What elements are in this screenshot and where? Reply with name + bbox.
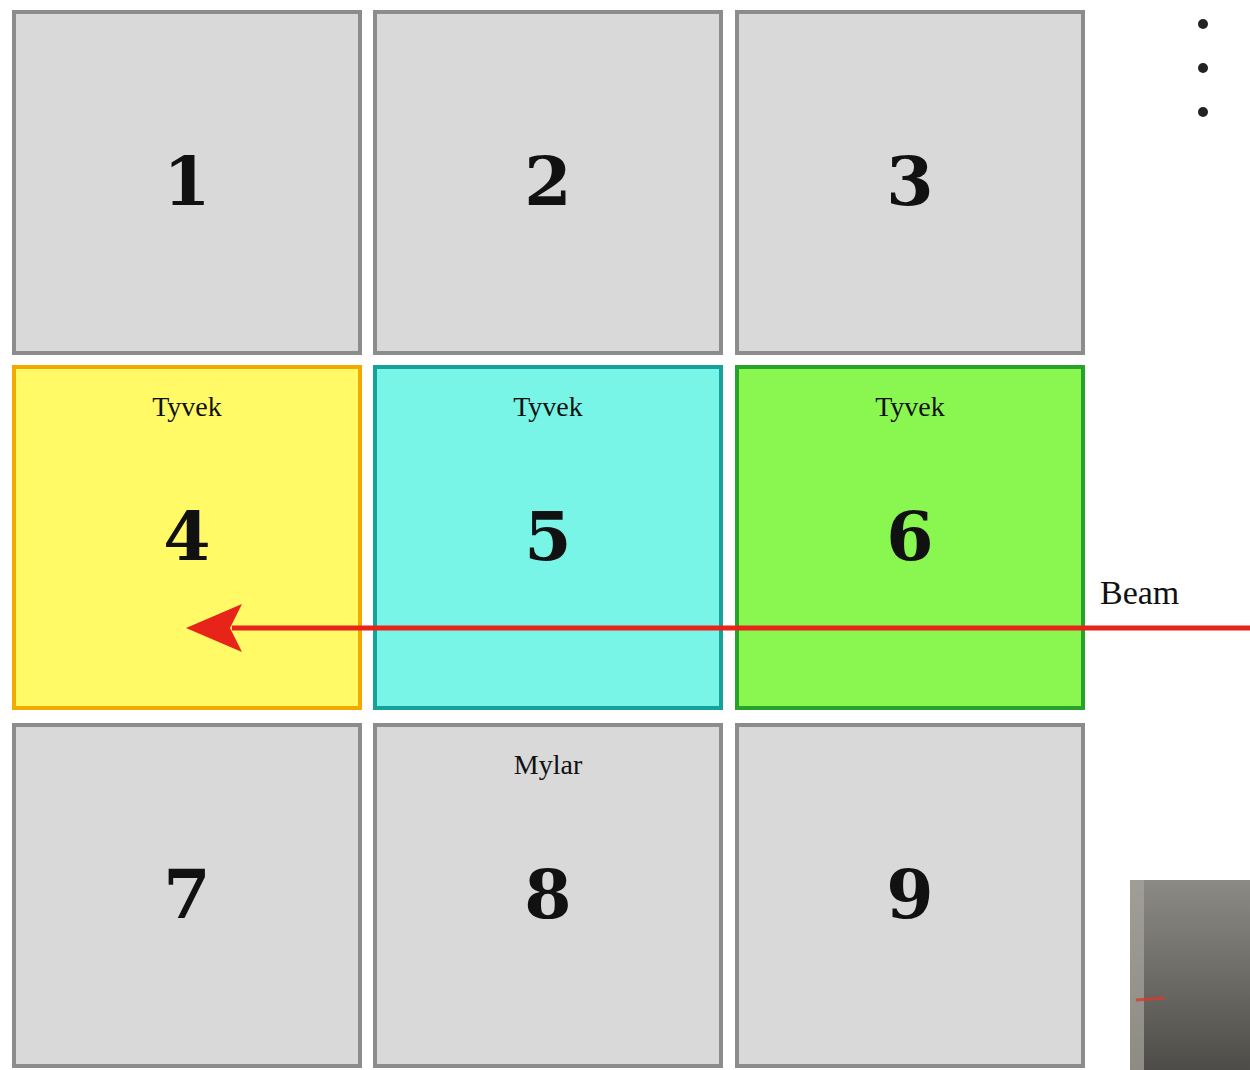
cell-number: 7: [12, 860, 362, 928]
grid-cell: 7: [12, 723, 362, 1068]
cell-number: 6: [735, 502, 1085, 570]
material-label: Mylar: [373, 749, 723, 781]
cell-number: 9: [735, 860, 1085, 928]
grid-cell: 1: [12, 10, 362, 355]
cell-number: 2: [373, 147, 723, 215]
grid-cell: 3: [735, 10, 1085, 355]
grid-cell: Tyvek 6: [735, 365, 1085, 710]
beam-line: [232, 626, 1250, 631]
grid-cell: 9: [735, 723, 1085, 1068]
grid-cell: Mylar 8: [373, 723, 723, 1068]
grid-cell: Tyvek 4: [12, 365, 362, 710]
photo: [1130, 880, 1250, 1070]
photo-beam: [1136, 998, 1165, 1000]
cell-number: 3: [735, 147, 1085, 215]
cell-number: 1: [12, 147, 362, 215]
material-label: Tyvek: [12, 391, 362, 423]
bullet: [1198, 63, 1208, 73]
photo-edge: [1130, 880, 1144, 1070]
cell-number: 5: [373, 502, 723, 570]
grid-cell: Tyvek 5: [373, 365, 723, 710]
material-label: Tyvek: [373, 391, 723, 423]
material-label: Tyvek: [735, 391, 1085, 423]
bullet: [1198, 19, 1208, 29]
cell-number: 8: [373, 860, 723, 928]
beam-label: Beam: [1098, 574, 1181, 612]
grid-cell: 2: [373, 10, 723, 355]
cell-number: 4: [12, 502, 362, 570]
bullet: [1198, 107, 1208, 117]
beam-arrowhead: [186, 604, 242, 652]
